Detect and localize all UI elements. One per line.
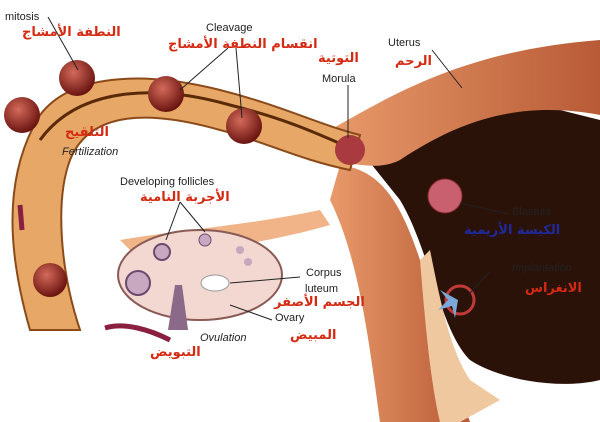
label-cleavage-ar: انقسام النطفة الأمشاج [168, 37, 318, 52]
four-cell-embryo [226, 108, 262, 144]
uterus-wall-upper [330, 40, 600, 166]
label-follicles: Developing follicles [120, 176, 215, 188]
uterine-cavity [360, 103, 600, 384]
label-uterus-ar: الرحم [395, 54, 432, 69]
label-fertilization: Fertilization [62, 146, 119, 158]
ovum [33, 263, 67, 297]
label-ovulation-ar: التبويض [150, 345, 201, 360]
label-follicles-ar: الأجربة النامية [140, 190, 230, 205]
label-cleavage: Cleavage [206, 22, 253, 34]
uterus-lining [420, 250, 500, 422]
zygote [59, 60, 95, 96]
two-cell-embryo [148, 76, 184, 112]
label-mitosis: mitosis [5, 11, 40, 23]
blastula [427, 178, 463, 214]
label-blastula-ar: الكيسة الأريمية [464, 223, 561, 238]
label-ovary: Ovary [275, 312, 305, 324]
label-mitosis-ar: النطفة الأمشاج [22, 25, 121, 40]
ovulation-arrow [104, 323, 172, 343]
label-uterus: Uterus [388, 37, 421, 49]
label-corpus: Corpus [306, 267, 342, 279]
morula [335, 135, 365, 165]
label-implantation: Implantation [512, 262, 572, 274]
label-implantation-ar: الانغراس [525, 281, 582, 296]
label-fertilization-ar: التلقيح [65, 125, 109, 140]
label-luteum: luteum [305, 283, 339, 295]
label-blastula: Blastula [512, 206, 552, 218]
label-ovary-ar: المبيض [290, 328, 337, 343]
label-ovulation: Ovulation [200, 332, 247, 344]
label-morula-ar: التوتية [318, 51, 359, 66]
label-morula: Morula [322, 73, 356, 85]
fertilized-egg [4, 97, 40, 133]
label-corpus-ar: الجسم الأصفر [274, 295, 365, 310]
